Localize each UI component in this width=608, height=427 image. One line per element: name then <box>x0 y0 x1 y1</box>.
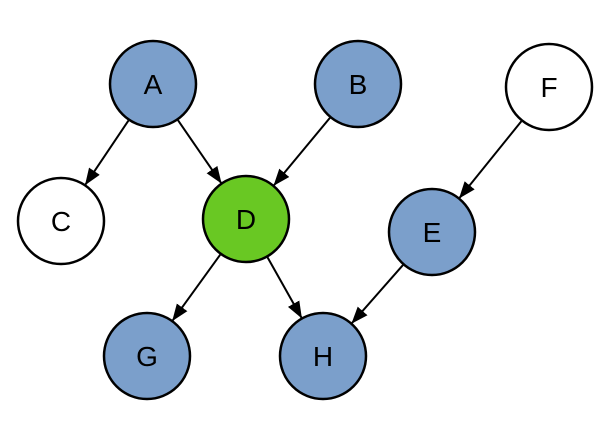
graph-node-B: B <box>313 39 403 129</box>
node-circle-E <box>387 187 477 277</box>
node-circle-H <box>278 311 368 401</box>
graph-node-D: D <box>201 174 291 264</box>
graph-node-H: H <box>278 311 368 401</box>
graph-node-A: A <box>108 39 198 129</box>
node-circle-F <box>504 42 594 132</box>
edge-F-to-E <box>458 120 523 199</box>
node-label-H: H <box>313 341 333 372</box>
node-label-C: C <box>51 206 71 237</box>
node-label-A: A <box>144 69 163 100</box>
graph-node-F: F <box>504 42 594 132</box>
node-label-B: B <box>349 69 368 100</box>
edge-B-to-D <box>273 117 331 186</box>
node-label-F: F <box>540 72 557 103</box>
edge-E-to-H <box>351 264 404 324</box>
edge-D-to-G <box>171 254 222 322</box>
node-label-G: G <box>136 341 158 372</box>
node-circle-A <box>108 39 198 129</box>
graph-node-E: E <box>387 187 477 277</box>
node-label-D: D <box>236 204 256 235</box>
node-circle-C <box>16 176 106 266</box>
edge-A-to-D <box>177 119 222 184</box>
node-label-E: E <box>423 217 442 248</box>
edge-A-to-C <box>84 119 130 186</box>
edge-D-to-H <box>266 256 303 319</box>
node-circle-B <box>313 39 403 129</box>
node-circle-D <box>201 174 291 264</box>
node-circle-G <box>102 311 192 401</box>
graph-node-G: G <box>102 311 192 401</box>
graph-node-C: C <box>16 176 106 266</box>
